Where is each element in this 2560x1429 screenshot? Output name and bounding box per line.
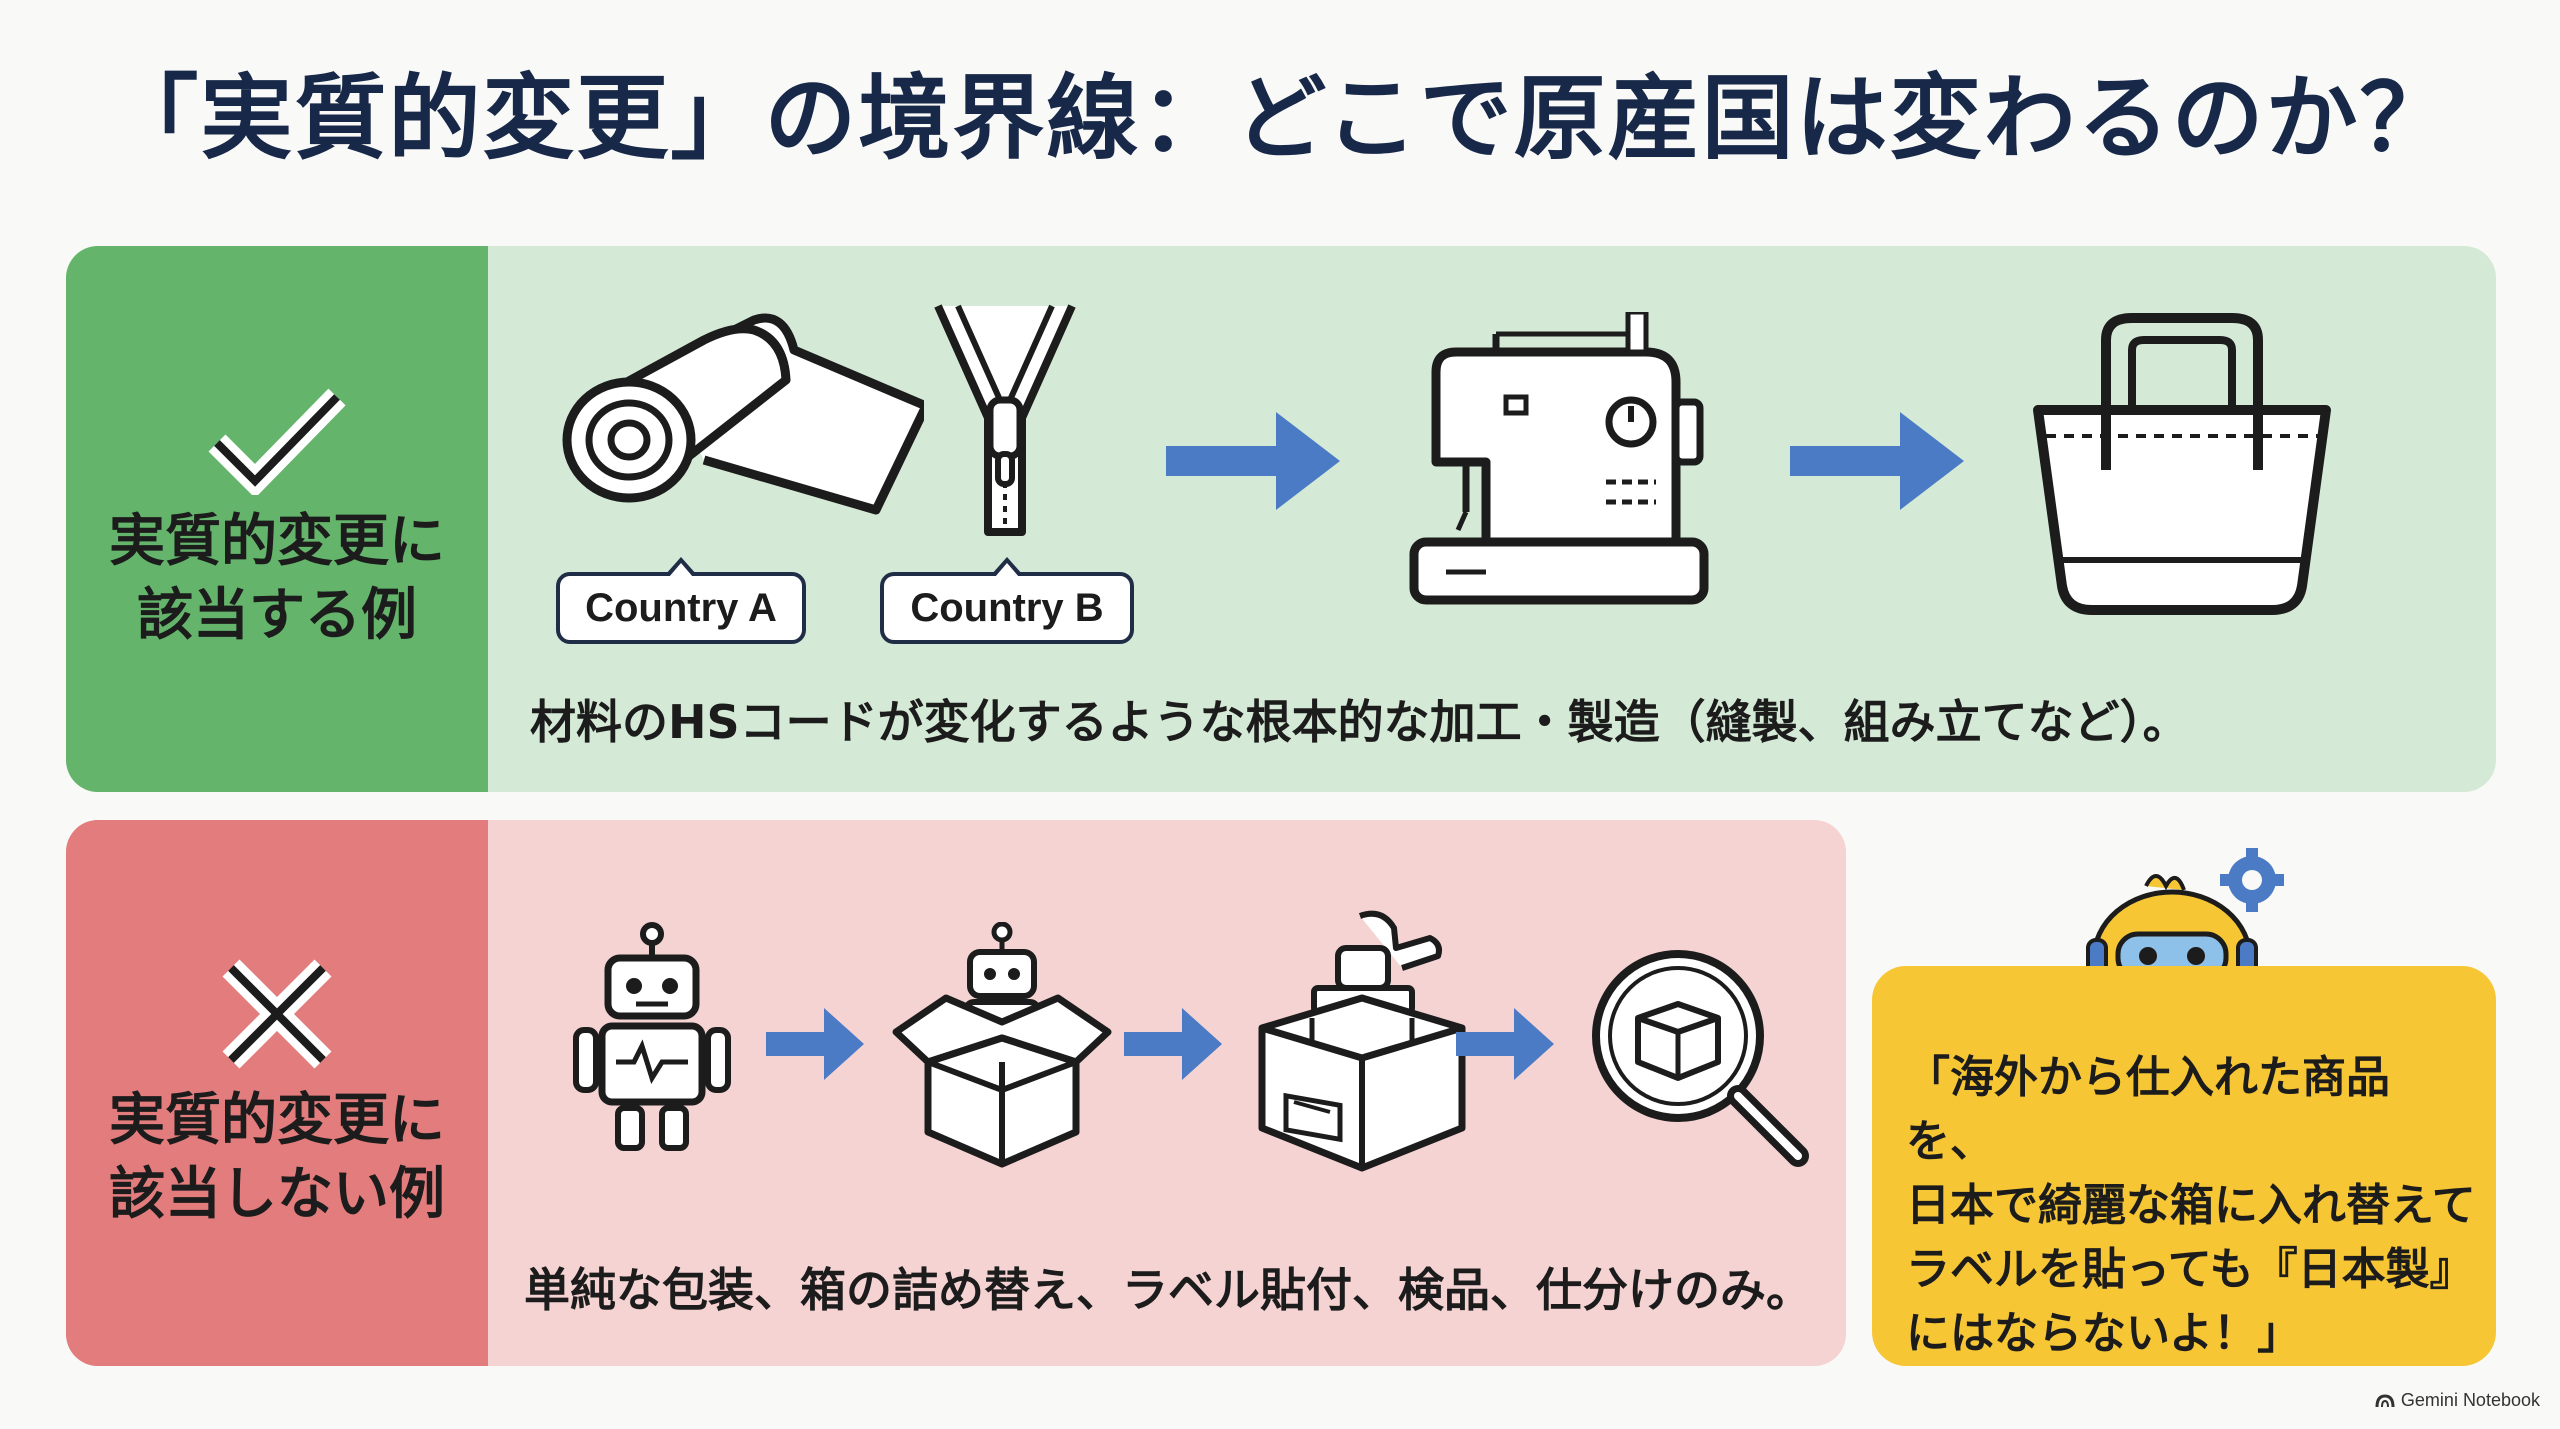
- fabric-roll-icon: [562, 313, 924, 515]
- qualifying-example-panel: 実質的変更に 該当する例 Country A Country B: [66, 246, 2496, 792]
- qualifying-label-column: 実質的変更に 該当する例: [66, 246, 488, 792]
- speech-text: 「海外から仕入れた商品を、 日本で綺麗な箱に入れ替えて ラベルを貼っても『日本製…: [1906, 1052, 2476, 1359]
- tote-bag-icon: [2033, 313, 2331, 615]
- stamped-box-icon: [1258, 910, 1466, 1172]
- robot-icon: [573, 922, 731, 1151]
- arrow-right-icon: [1124, 1008, 1222, 1080]
- speech-bubble: 「海外から仕入れた商品を、 日本で綺麗な箱に入れ替えて ラベルを貼っても『日本製…: [1872, 966, 2496, 1366]
- robot-in-box-icon: [892, 922, 1112, 1168]
- watermark-text: Gemini Notebook: [2400, 1390, 2540, 1410]
- country-a-tag: Country A: [556, 557, 806, 644]
- arrow-right-icon: [1166, 412, 1340, 510]
- country-b-tag: Country B: [880, 557, 1134, 644]
- zipper-icon: [934, 304, 1076, 536]
- non-qualifying-label: 実質的変更に 該当しない例: [109, 1088, 445, 1227]
- checkmark-icon: [208, 388, 346, 495]
- watermark: Gemini Notebook: [2375, 1390, 2540, 1411]
- non-qualifying-example-panel: 実質的変更に 該当しない例: [66, 820, 1846, 1366]
- non-qualifying-label-column: 実質的変更に 該当しない例: [66, 820, 488, 1366]
- cross-icon: [222, 959, 332, 1069]
- notebook-logo-icon: [2375, 1393, 2395, 1407]
- arrow-right-icon: [1456, 1008, 1554, 1080]
- arrow-right-icon: [766, 1008, 864, 1080]
- non-qualifying-caption: 単純な包装、箱の詰め替え、ラベル貼付、検品、仕分けのみ。: [524, 1263, 1812, 1317]
- qualifying-label: 実質的変更に 該当する例: [109, 509, 445, 648]
- magnifier-inspection-icon: [1592, 950, 1809, 1167]
- arrow-right-icon: [1790, 412, 1964, 510]
- sewing-machine-icon: [1409, 312, 1709, 605]
- qualifying-caption: 材料のHSコードが変化するような根本的な加工・製造（縫製、組み立てなど）。: [530, 695, 2189, 749]
- page-title: 「実質的変更」の境界線：どこで原産国は変わるのか？: [106, 65, 2454, 172]
